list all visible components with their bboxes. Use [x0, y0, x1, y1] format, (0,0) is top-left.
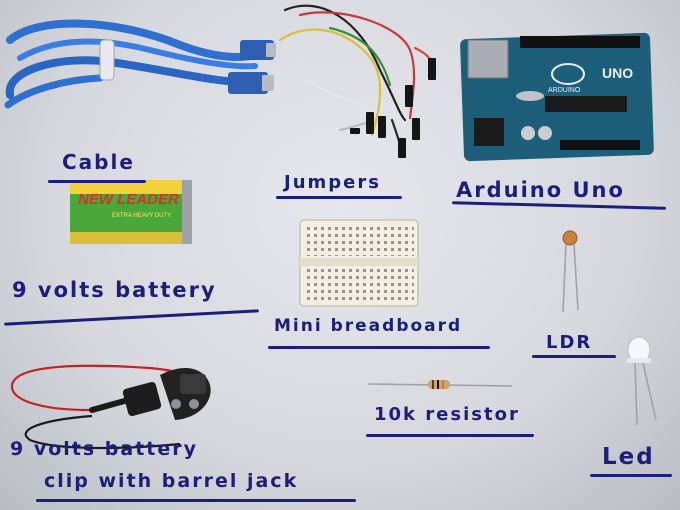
label-ldr: LDR: [546, 332, 593, 353]
board-model-text: UNO: [602, 65, 633, 81]
battery-sub-text: EXTRA HEAVY DUTY: [112, 213, 171, 219]
label-jumpers: Jumpers: [284, 172, 381, 193]
ldr-sensor: [562, 230, 579, 313]
jumper-pins: [350, 58, 436, 158]
label-led: Led: [602, 444, 655, 470]
underline-resistor: [366, 434, 534, 437]
arduino-uno-board: [460, 32, 654, 162]
underline-cable: [48, 180, 146, 183]
led-component: [627, 336, 657, 426]
label-battery-clip-line1: 9 volts battery: [10, 438, 199, 460]
nine-volt-battery: [70, 180, 192, 244]
board-brand-text: ARDUINO: [548, 87, 581, 94]
mini-breadboard: [299, 219, 419, 307]
label-resistor: 10k resistor: [374, 404, 520, 425]
underline-led: [590, 474, 672, 477]
label-mini-breadboard: Mini breadboard: [274, 316, 463, 336]
resistor-component: [367, 380, 513, 389]
label-arduino-uno: Arduino Uno: [456, 178, 625, 202]
usb-cable: [4, 19, 276, 109]
battery-brand-text: NEW LEADER: [78, 191, 179, 208]
underline-jumpers: [276, 196, 402, 199]
label-battery-clip-line2: clip with barrel jack: [44, 470, 299, 492]
battery-clip-barrel-jack: [10, 364, 211, 450]
underline-ldr: [532, 355, 616, 358]
label-nine-volt-battery: 9 volts battery: [12, 278, 217, 302]
label-cable: Cable: [62, 150, 135, 174]
underline-battery-clip: [36, 499, 356, 502]
underline-mini-breadboard: [268, 346, 490, 349]
